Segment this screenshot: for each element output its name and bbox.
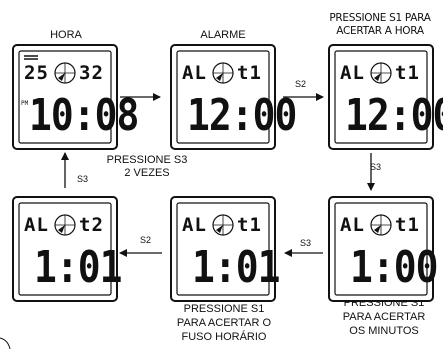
- lcd-top-right: t1: [237, 214, 262, 236]
- step-s3-bottom: S3: [300, 238, 312, 248]
- step-s2-top: S2: [295, 79, 307, 89]
- step-s2-bottom: S2: [140, 235, 152, 245]
- label-acertar-hora-1: PRESSIONE S1 PARA: [329, 12, 431, 24]
- lcd-main-time: 1:01: [192, 241, 281, 293]
- lcd-top-left: AL: [182, 62, 207, 84]
- lcd-top-right: t1: [237, 62, 262, 84]
- lcd-main-time: 10:08: [29, 89, 139, 141]
- label-pressione-s3-1: PRESSIONE S3: [106, 154, 188, 166]
- watch-alarme: AL t1 12:00: [170, 44, 297, 150]
- step-s3-right: S3: [370, 162, 382, 172]
- pm-indicator: PM: [21, 100, 29, 107]
- watch-alarme-t2: AL t2 1:01: [12, 196, 123, 302]
- label-pressione-s3-2: 2 VEZES: [124, 167, 170, 179]
- label-hora: HORA: [50, 29, 82, 41]
- watch-acertar-minutos: AL t1 1:00: [328, 196, 439, 302]
- label-fuso-1: PRESSIONE S1: [183, 303, 265, 315]
- analog-dial-icon: [212, 62, 234, 84]
- lcd-top-left: AL: [24, 214, 49, 236]
- label-alarme: ALARME: [200, 29, 246, 41]
- lcd-top-left: AL: [340, 62, 365, 84]
- label-minutos-3: OS MINUTOS: [349, 325, 419, 337]
- lcd-top-left: 25: [24, 62, 49, 84]
- analog-dial-icon: [212, 214, 234, 236]
- lcd-top-left: AL: [340, 214, 365, 236]
- lcd-main-time: 12:00: [187, 89, 297, 141]
- lcd-top-left: AL: [182, 214, 207, 236]
- label-fuso-3: FUSO HORÁRIO: [181, 331, 267, 343]
- analog-dial-icon: [370, 214, 392, 236]
- lcd-top-right: t1: [395, 214, 420, 236]
- label-acertar-hora-2: ACERTAR A HORA: [336, 25, 424, 37]
- lcd-top-right: t1: [395, 62, 420, 84]
- corner-curl: [0, 337, 11, 349]
- analog-dial-icon: [54, 214, 76, 236]
- lcd-main-time: 12:00: [345, 89, 443, 141]
- analog-dial-icon: [54, 62, 76, 84]
- step-s3-left: S3: [77, 174, 89, 184]
- lcd-main-time: 1:01: [34, 241, 123, 293]
- label-fuso-2: PARA ACERTAR O: [176, 317, 272, 329]
- lcd-top-right: t2: [79, 214, 104, 236]
- watch-hora: 25 32 PM 10:08: [12, 44, 139, 150]
- lcd-main-time: 1:00: [350, 241, 439, 293]
- analog-dial-icon: [370, 62, 392, 84]
- watch-acertar-hora: AL t1 12:00: [328, 44, 443, 150]
- lcd-top-right: 32: [79, 62, 104, 84]
- label-minutos-2: PARA ACERTAR: [342, 311, 426, 323]
- watch-fuso-horario: AL t1 1:01: [170, 196, 281, 302]
